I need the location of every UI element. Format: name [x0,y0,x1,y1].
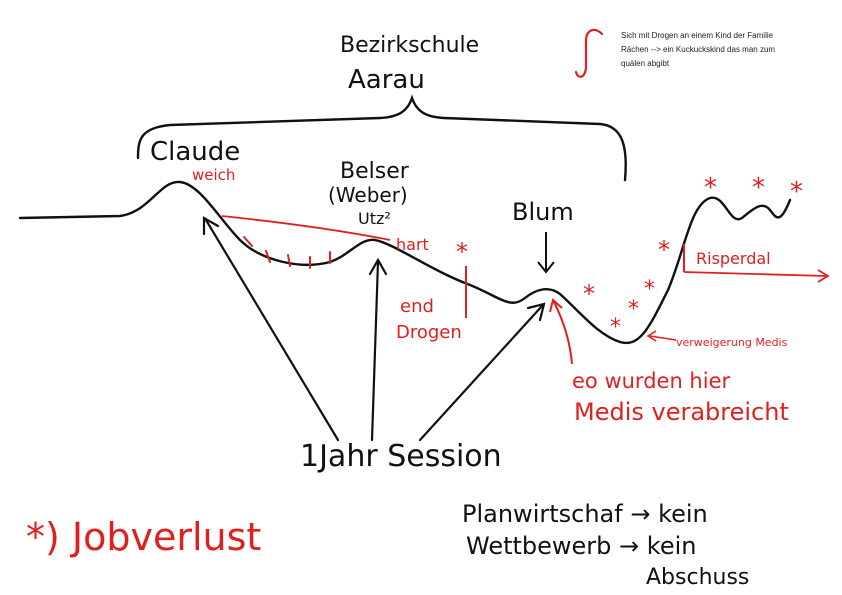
label-plan-2: Wettbewerb → kein [466,532,696,560]
note-line-2: Rächen --> ein Kuckuckskind das man zum [621,45,775,54]
medis-arrow [553,301,573,365]
red-hart-line [221,215,391,241]
red-star-5: * [658,236,670,264]
verweigerung-arrow-head [646,330,657,342]
blum-arrow-head [537,261,555,274]
red-hatch-marks [243,236,331,269]
red-star-6: * [704,173,717,203]
label-medis-2: Medis verabreicht [574,398,789,426]
risperdal-arrow [683,271,827,277]
label-belser: Belser [340,159,410,184]
risperdal-arrow-head [817,269,830,283]
verweigerung-arrow [649,335,677,341]
label-jobverlust: *) Jobverlust [26,515,261,559]
label-weber: (Weber) [328,183,408,207]
label-claude: Claude [150,137,240,167]
note-line-3: quälen abgibt [621,59,670,68]
red-star-2: * [610,315,621,340]
label-end: end [400,296,434,317]
red-star-drogen: * [456,238,468,266]
medis-arrow-head [549,298,563,313]
label-drogen: Drogen [396,322,462,343]
header-city: Aarau [348,65,425,95]
red-star-8: * [790,177,803,207]
note-line-1: Sich mit Drogen an einem Kind der Famili… [621,31,774,40]
label-risperdal: Risperdal [696,249,771,268]
red-star-4: * [644,277,655,302]
label-utz: Utz² [358,209,391,228]
label-verweigerung: verweigerung Medis [676,336,788,349]
label-weich: weich [192,166,235,184]
label-blum: Blum [512,198,574,226]
label-plan-3: Abschuss [646,565,749,590]
red-star-7: * [752,173,765,203]
session-arrows [202,216,546,442]
label-hart: hart [396,235,429,254]
note-marker [574,28,604,78]
label-plan-1: Planwirtschaf → kein [462,500,708,528]
timeline-curve [18,180,792,345]
label-session: 1Jahr Session [300,439,502,474]
red-star-1: * [583,280,595,308]
header-school: Bezirkschule [340,33,479,58]
header-brace [136,94,627,182]
label-medis-1: eo wurden hier [572,369,730,393]
red-star-3: * [628,297,639,322]
